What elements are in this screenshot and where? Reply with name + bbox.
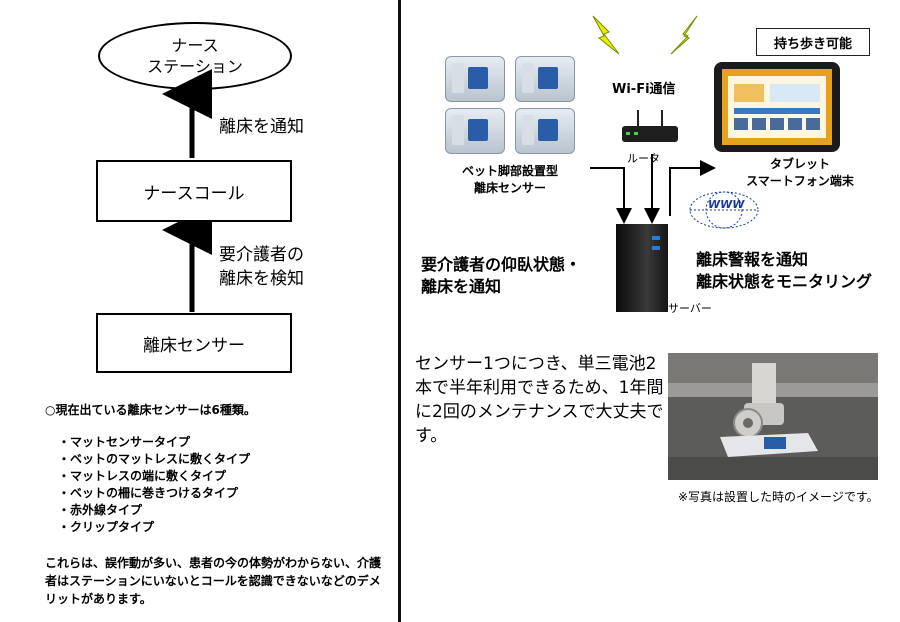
battery-info-text: センサー1つにつき、単三電池2本で半年利用できるため、1年間に2回のメンテナンス… (415, 354, 664, 446)
sensor-type-item: ・クリップタイプ (58, 520, 155, 534)
bed-sensor-image (445, 108, 505, 154)
sensor-type-item: ・ベットのマットレスに敷くタイプ (58, 452, 251, 466)
edge-label-notify: 離床を通知 (219, 117, 304, 137)
bed-sensor-label: ベット脚部設置型 離床センサー (461, 164, 558, 195)
server-icon (616, 224, 668, 312)
lightning-icon (670, 15, 698, 55)
demerit-text: これらは、誤作動が多い、患者の今の体勢がわからない、介護者はステーションにいない… (45, 556, 382, 606)
posture-notice: 要介護者の仰臥状態・ 離床を通知 (421, 255, 582, 296)
bed-sensor-images (445, 56, 585, 156)
sensor-to-server-arrow (590, 167, 632, 224)
wifi-lightning-icons (592, 15, 698, 55)
www-label: WWW (708, 198, 745, 211)
server-to-tablet-arrow (669, 160, 716, 216)
sensor-type-item: ・ベットの柵に巻きつけるタイプ (58, 486, 239, 500)
tablet-icon (714, 62, 840, 152)
sensor-types-list: ・マットセンサータイプ ・ベットのマットレスに敷くタイプ ・マットレスの端に敷く… (58, 434, 250, 536)
nurse-call-node: ナースコール (96, 160, 292, 222)
globe-icon (689, 191, 759, 229)
bed-sensor-image (515, 56, 575, 102)
server-label: サーバー (668, 302, 712, 315)
tablet-label: タブレット スマートフォン端末 (746, 157, 854, 188)
router-icon (622, 110, 678, 142)
nurse-station-node: ナース ステーション (98, 22, 292, 90)
connection-arrows (590, 154, 716, 224)
edge-label-detect: 要介護者の 離床を検知 (219, 245, 304, 289)
bed-sensor-node: 離床センサー (96, 313, 292, 373)
sensor-type-item: ・赤外線タイプ (58, 503, 143, 517)
left-flow-arrows (162, 69, 212, 312)
bed-sensor-image (445, 56, 505, 102)
sensor-type-item: ・マットセンサータイプ (58, 435, 191, 449)
sensor-type-item: ・マットレスの端に敷くタイプ (58, 469, 227, 483)
bed-sensor-image (515, 108, 575, 154)
sensor-types-heading: ○現在出ている離床センサーは6種類。 (45, 403, 256, 417)
photo-caption: ※写真は設置した時のイメージです。 (678, 490, 879, 504)
panel-divider (398, 0, 401, 622)
wifi-label: Wi-Fi通信 (612, 82, 676, 97)
installation-photo (668, 353, 878, 480)
portable-badge: 持ち歩き可能 (756, 28, 870, 56)
lightning-icon (592, 15, 620, 55)
alarm-notice: 離床警報を通知 離床状態をモニタリング (696, 250, 873, 291)
